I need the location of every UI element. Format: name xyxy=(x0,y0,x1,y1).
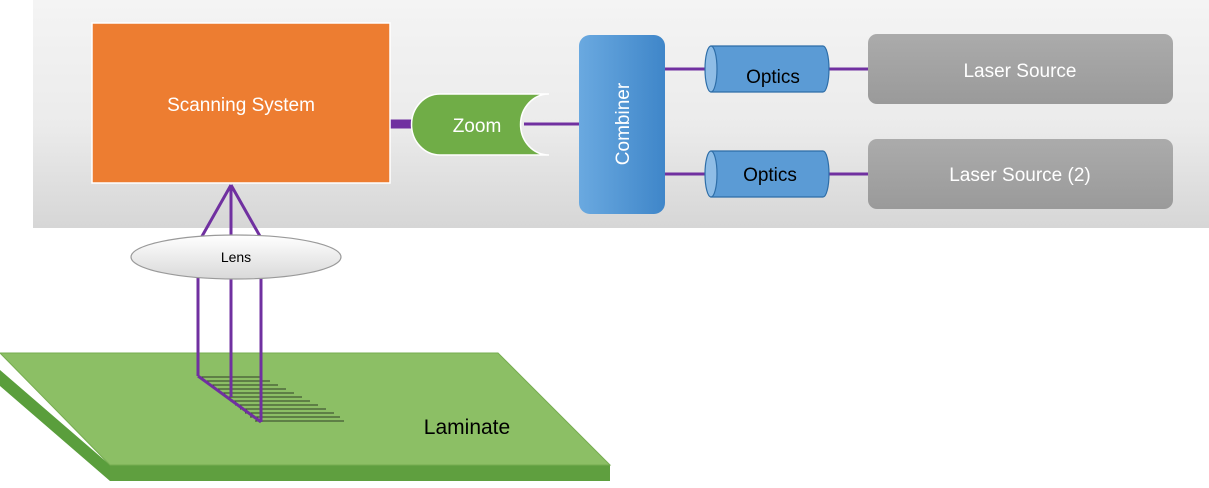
scanning-system-label: Scanning System xyxy=(167,95,315,116)
laminate-label: Laminate xyxy=(424,416,510,439)
optics-1-label: Optics xyxy=(746,67,800,88)
laser-source-2-label: Laser Source (2) xyxy=(949,165,1091,186)
lens-label: Lens xyxy=(221,249,251,265)
zoom-label: Zoom xyxy=(453,116,502,137)
laminate-side-left xyxy=(0,370,110,481)
optics-2-cylinder: Optics xyxy=(704,150,830,198)
zoom-element: Zoom xyxy=(410,93,550,156)
laminate-plate: Laminate xyxy=(0,352,612,481)
scanning-system-box: Scanning System xyxy=(91,22,391,184)
laser-beams xyxy=(196,184,263,424)
beam-connectors xyxy=(390,67,868,176)
combiner-label: Combiner xyxy=(613,82,634,165)
laminate-side-front xyxy=(110,465,610,481)
laser-source-1-label: Laser Source xyxy=(963,61,1076,82)
optics-2-label: Optics xyxy=(743,165,797,186)
lens-element: Lens xyxy=(130,234,342,280)
laser-source-2-box: Laser Source (2) xyxy=(868,139,1173,209)
optics-1-cylinder: Optics xyxy=(704,45,830,93)
combiner-box: Combiner xyxy=(579,35,665,214)
laser-source-1-box: Laser Source xyxy=(868,34,1173,104)
